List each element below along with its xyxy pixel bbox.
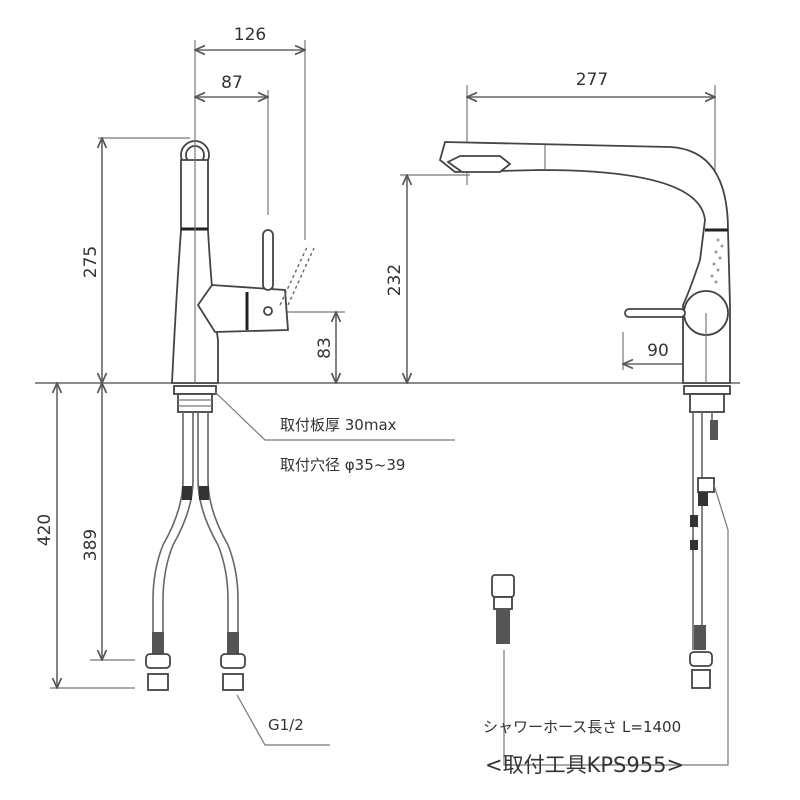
shower-hose-line [503, 484, 729, 766]
dim-275: 275 [81, 246, 101, 278]
spray-head [446, 155, 512, 173]
dim-126: 126 [234, 25, 266, 45]
mount-note-leader [214, 391, 455, 441]
dim-87: 87 [221, 73, 243, 93]
note-shower-hose: シャワーホース長さ L=1400 [483, 718, 681, 736]
tool-kps955 [491, 574, 515, 598]
dim-420: 420 [35, 514, 55, 546]
dim-90: 90 [647, 341, 669, 361]
note-mount-hole: 取付穴径 φ35~39 [280, 456, 405, 474]
lever-base [196, 284, 289, 333]
note-thread: G1/2 [268, 716, 304, 734]
thread-leader [236, 694, 330, 746]
dim-389: 389 [81, 529, 101, 561]
dim-277: 277 [576, 70, 608, 90]
mount-nut [173, 385, 217, 395]
side-lever [624, 308, 686, 318]
dim-232: 232 [385, 264, 405, 296]
side-mount-nut [683, 385, 731, 395]
side-view [400, 85, 731, 766]
tool-label: <取付工具KPS955> [485, 753, 684, 777]
lever-handle [262, 229, 274, 291]
note-mount-thickness: 取付板厚 30max [280, 416, 397, 434]
front-view [50, 40, 455, 746]
dim-83: 83 [315, 337, 335, 359]
hose-right [197, 412, 229, 655]
pull-out-spout [438, 141, 731, 384]
